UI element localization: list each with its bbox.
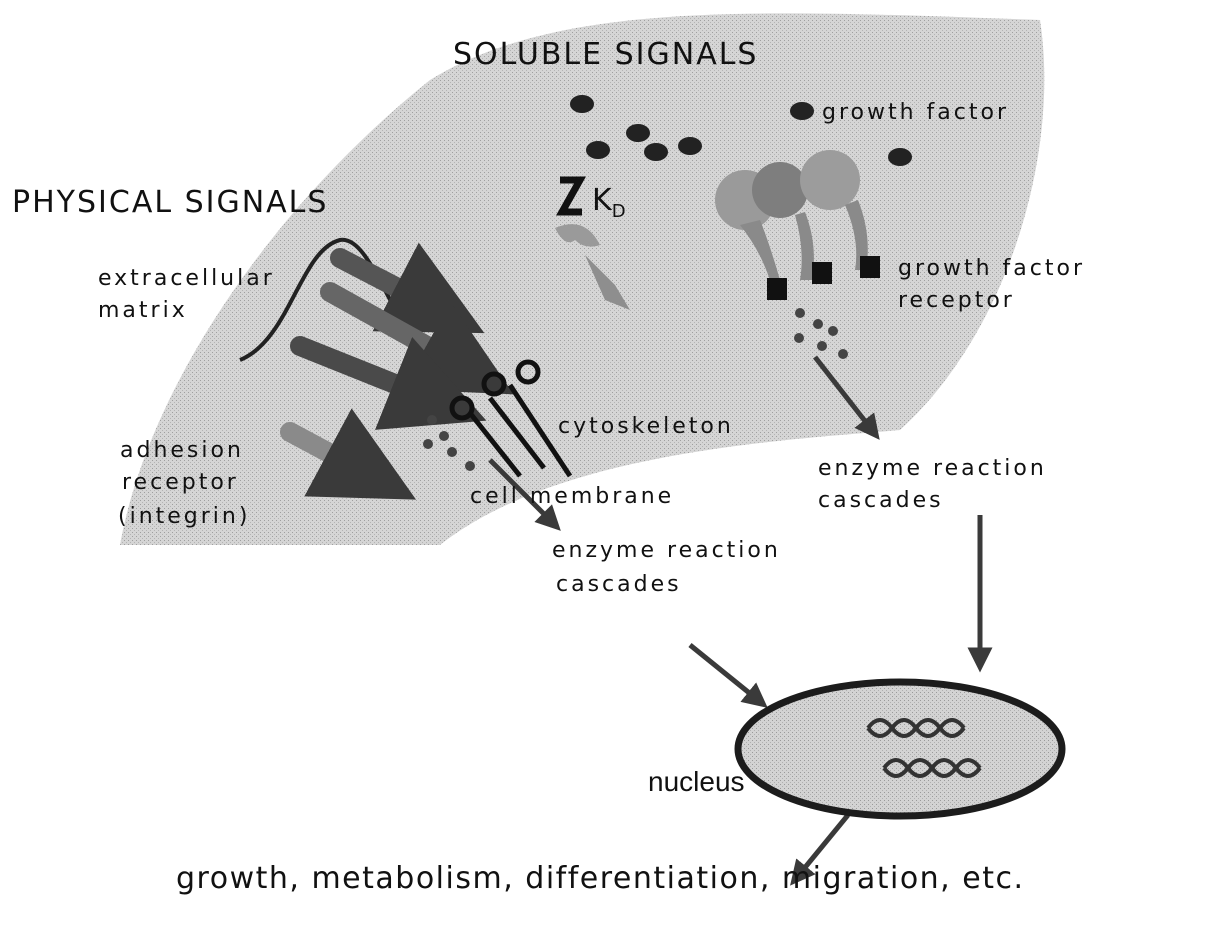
adhesion-receptor-label-line3: (integrin) — [118, 506, 250, 528]
adhesion-receptor-label-line1: adhesion — [120, 440, 244, 462]
nucleus-outline — [738, 682, 1062, 816]
physical-signals-heading: PHYSICAL SIGNALS — [12, 188, 328, 218]
enzyme-cascades-right-line2: cascades — [818, 490, 944, 512]
kd-label: KD — [592, 186, 626, 221]
cytoskeleton-label: cytoskeleton — [558, 416, 734, 438]
cellular-outcomes-label: growth, metabolism, differentiation, mig… — [176, 864, 1025, 894]
enzyme-cascades-left-line2: cascades — [556, 574, 682, 596]
growth-factor-receptor-label-line2: receptor — [898, 290, 1015, 312]
extracellular-matrix-label-line2: matrix — [98, 300, 188, 322]
growth-factor-label: growth factor — [822, 102, 1009, 124]
enzyme-cascades-right-line1: enzyme reaction — [818, 458, 1047, 480]
nucleus-label: nucleus — [648, 768, 745, 796]
cell-membrane-label: cell membrane — [470, 486, 674, 508]
growth-factor-receptor-label-line1: growth factor — [898, 258, 1085, 280]
soluble-signals-heading: SOLUBLE SIGNALS — [453, 40, 758, 70]
enzyme-cascades-left-line1: enzyme reaction — [552, 540, 781, 562]
growth-factor-legend-icon — [790, 102, 814, 120]
adhesion-receptor-label-line2: receptor — [122, 472, 239, 494]
extracellular-matrix-label-line1: extracellular — [98, 268, 275, 290]
